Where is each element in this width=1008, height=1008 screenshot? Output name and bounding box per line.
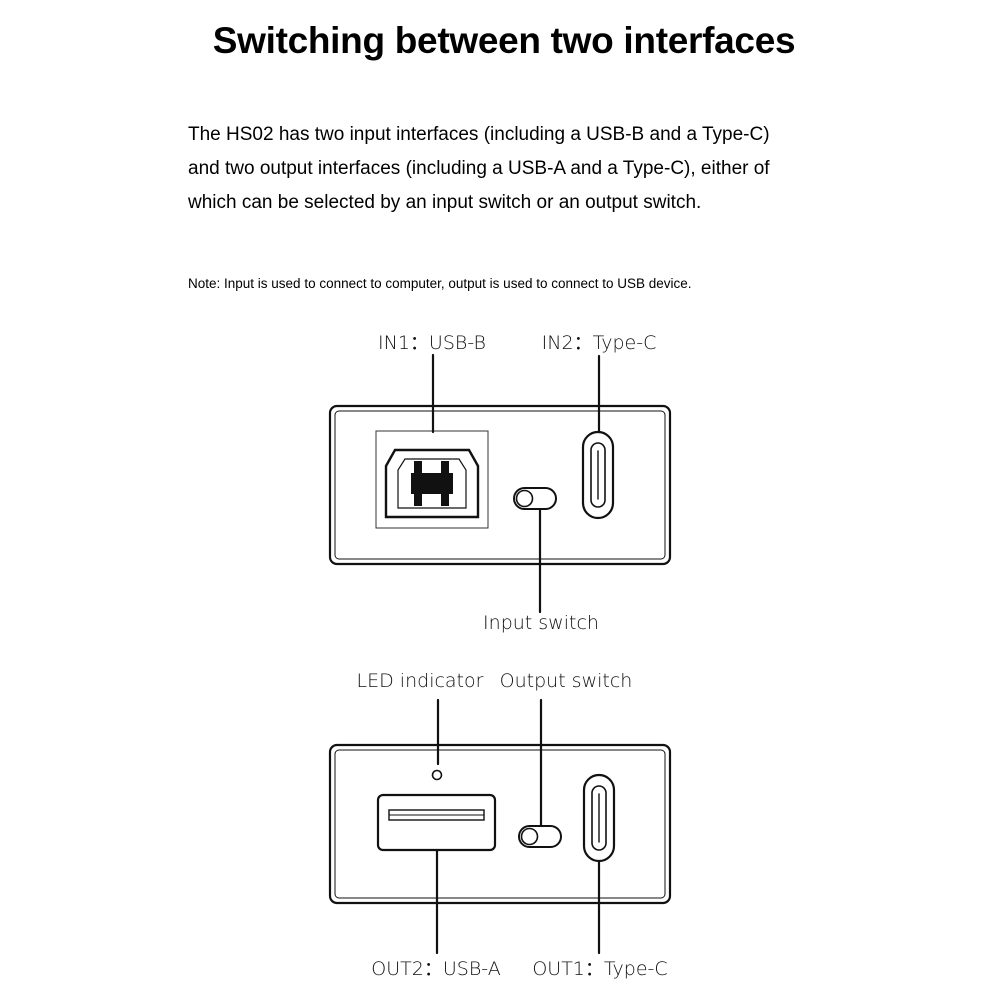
description-line-3: which can be selected by an input switch… xyxy=(188,192,702,213)
output-switch-icon xyxy=(518,825,562,848)
out2-label: OUT2：USB-A xyxy=(371,958,501,980)
type-c-port-icon xyxy=(581,430,615,520)
note-text: Note: Input is used to connect to comput… xyxy=(188,276,692,291)
input-switch-label: Input switch xyxy=(483,612,599,634)
out1-label: OUT1：Type-C xyxy=(532,958,668,980)
type-c-output-port-icon xyxy=(582,773,616,863)
led-indicator-label: LED indicator xyxy=(356,670,484,692)
led-indicator-icon xyxy=(431,769,443,781)
usb-a-port-icon xyxy=(376,793,497,852)
input-panel xyxy=(328,404,672,566)
output-leader-lines xyxy=(435,698,601,955)
output-panel xyxy=(328,743,672,905)
input-switch-icon xyxy=(513,487,557,510)
output-switch-label: Output switch xyxy=(499,670,633,692)
description: The HS02 has two input interfaces (inclu… xyxy=(188,118,848,220)
page-title: Switching between two interfaces xyxy=(212,20,796,61)
input-leader-lines xyxy=(431,353,601,614)
in2-label: IN2：Type-C xyxy=(541,332,657,354)
description-line-2: and two output interfaces (including a U… xyxy=(188,158,770,179)
usb-b-port-icon xyxy=(375,430,489,529)
in1-label: IN1：USB-B xyxy=(378,332,486,354)
description-line-1: The HS02 has two input interfaces (inclu… xyxy=(188,124,770,145)
